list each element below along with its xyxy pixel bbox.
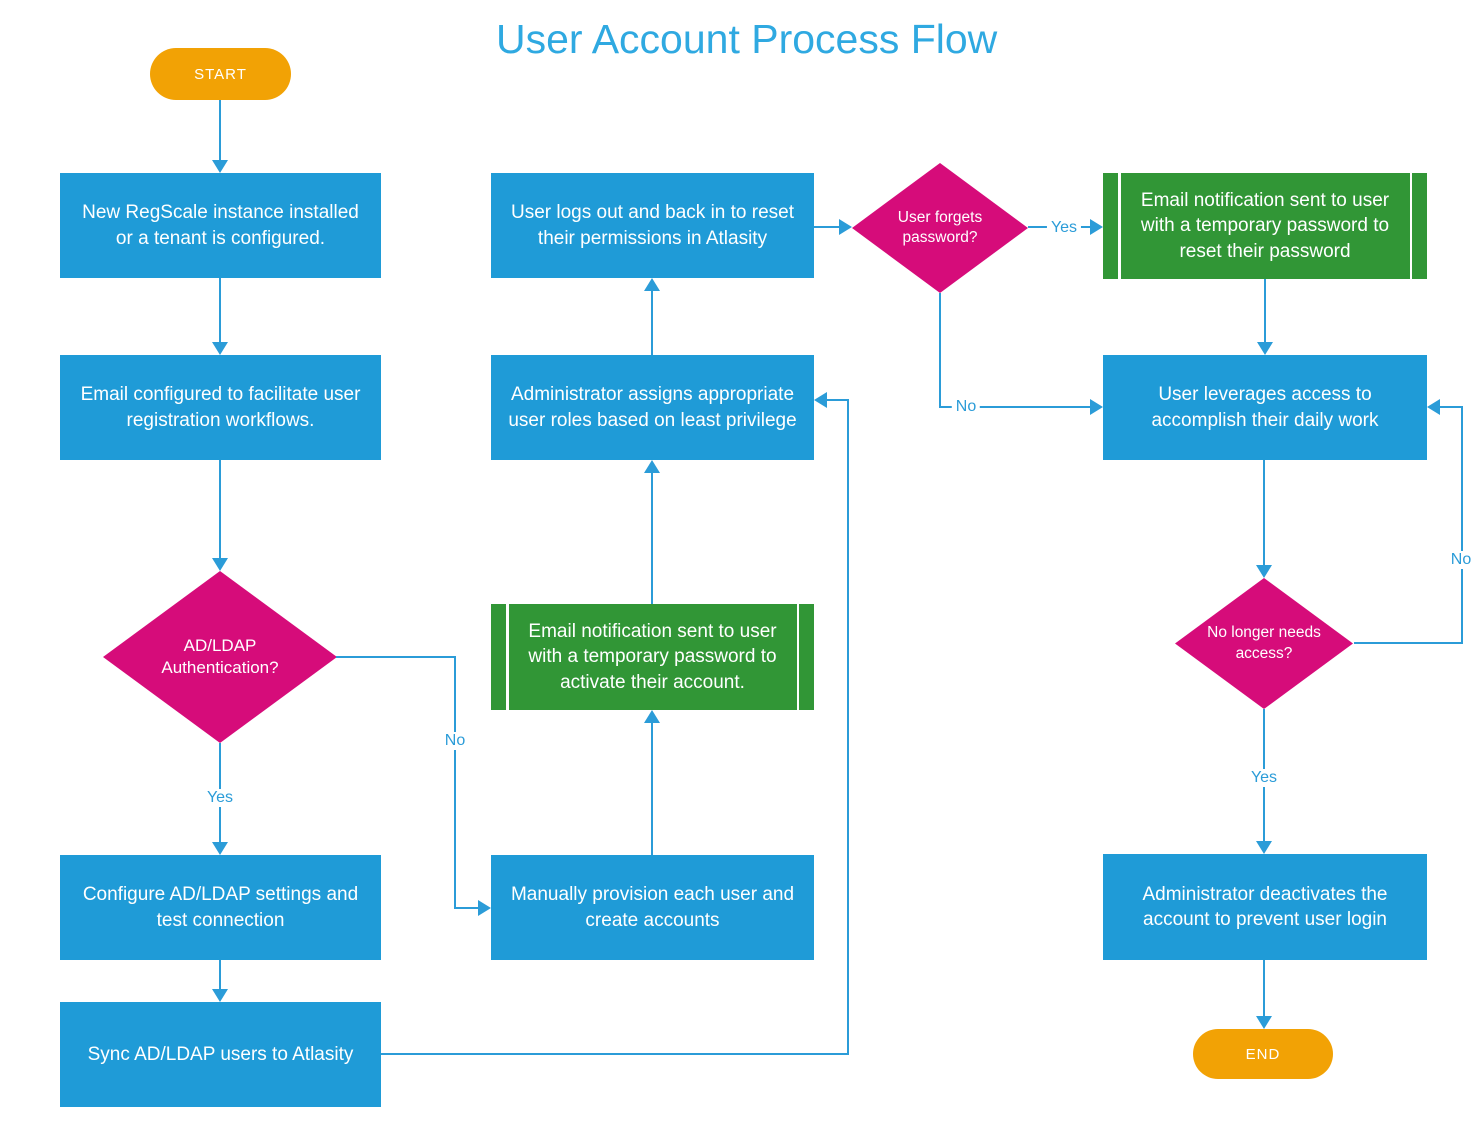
connector-line [1354, 642, 1463, 644]
arrowhead [1090, 219, 1103, 235]
connector-line [1263, 460, 1265, 565]
arrowhead [644, 460, 660, 473]
connector-line [939, 406, 1090, 408]
connector-line [454, 907, 478, 909]
arrowhead [212, 842, 228, 855]
arrowhead [814, 392, 827, 408]
connector-line [651, 473, 653, 604]
connector-line [939, 293, 941, 408]
edge-label-no: No [1446, 551, 1476, 569]
subprocess-email-activate: Email notification sent to user with a t… [491, 604, 814, 710]
page-title: User Account Process Flow [496, 16, 998, 62]
terminator-start: START [150, 48, 291, 100]
arrowhead [644, 710, 660, 723]
arrowhead [1256, 565, 1272, 578]
arrowhead [1090, 399, 1103, 415]
subprocess-email-reset: Email notification sent to user with a t… [1103, 173, 1427, 279]
arrowhead [1256, 841, 1272, 854]
connector-line [651, 291, 653, 355]
process-new-instance: New RegScale instance installed or a ten… [60, 173, 381, 278]
arrowhead [212, 160, 228, 173]
edge-label-no: No [951, 398, 981, 416]
decision-adldap-auth: AD/LDAP Authentication? [103, 571, 337, 743]
arrowhead [839, 219, 852, 235]
arrowhead [212, 558, 228, 571]
connector-line [219, 278, 221, 342]
decision-no-longer-needs: No longer needs access? [1175, 578, 1353, 709]
process-user-logs-out: User logs out and back in to reset their… [491, 173, 814, 278]
connector-line [1461, 406, 1463, 644]
connector-line [847, 399, 849, 1055]
connector-line [219, 460, 221, 558]
process-manual-provision: Manually provision each user and create … [491, 855, 814, 960]
arrowhead [212, 342, 228, 355]
edge-label-no: No [440, 732, 470, 750]
arrowhead [644, 278, 660, 291]
edge-label-yes: Yes [1246, 769, 1282, 787]
process-configure-adldap: Configure AD/LDAP settings and test conn… [60, 855, 381, 960]
connector-line [1263, 960, 1265, 1016]
connector-line [336, 656, 456, 658]
connector-line [1264, 279, 1266, 342]
connector-line [454, 656, 456, 909]
connector-line [826, 399, 848, 401]
arrowhead [1256, 1016, 1272, 1029]
connector-line [219, 100, 221, 160]
terminator-end: END [1193, 1029, 1333, 1079]
connector-line [219, 960, 221, 989]
arrowhead [478, 900, 491, 916]
arrowhead [212, 989, 228, 1002]
process-admin-assigns: Administrator assigns appropriate user r… [491, 355, 814, 460]
arrowhead [1257, 342, 1273, 355]
decision-user-forgets: User forgets password? [852, 163, 1028, 293]
connector-line [381, 1053, 849, 1055]
process-admin-deactivates: Administrator deactivates the account to… [1103, 854, 1427, 960]
process-user-leverages: User leverages access to accomplish thei… [1103, 355, 1427, 460]
arrowhead [1427, 399, 1440, 415]
edge-label-yes: Yes [202, 789, 238, 807]
process-email-config: Email configured to facilitate user regi… [60, 355, 381, 460]
process-sync-users: Sync AD/LDAP users to Atlasity [60, 1002, 381, 1107]
edge-label-yes: Yes [1046, 219, 1082, 237]
connector-line [814, 226, 839, 228]
connector-line [1439, 406, 1462, 408]
connector-line [651, 723, 653, 855]
